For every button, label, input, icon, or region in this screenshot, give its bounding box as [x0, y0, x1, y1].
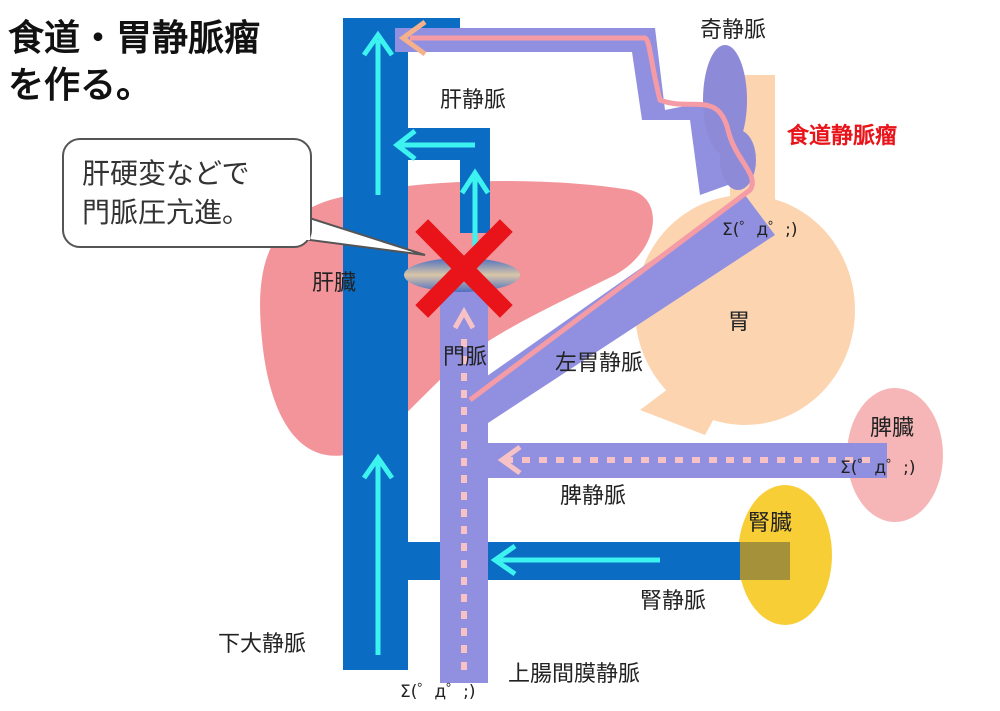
title-line-2: を作る。 [8, 64, 153, 106]
callout-pointer-join [296, 214, 310, 240]
diagram-title: 食道・胃静脈瘤 を作る。 [8, 16, 260, 110]
callout-line-1: 肝硬変などで [82, 157, 250, 190]
label-spleen: 脾臓 [870, 416, 915, 441]
varices-cluster-2 [720, 130, 756, 190]
label-splenic-vein: 脾静脈 [560, 484, 627, 509]
kidney-overlap [740, 542, 790, 580]
label-liver: 肝臓 [312, 271, 357, 296]
callout-bubble: 肝硬変などで 門脈圧亢進。 [62, 138, 312, 248]
portal-arrowhead [452, 306, 476, 330]
label-renal-vein: 腎静脈 [640, 589, 707, 614]
label-azygos-vein: 奇静脈 [700, 18, 767, 43]
block-x-icon [415, 219, 513, 318]
varices-cluster [703, 45, 747, 155]
label-hepatic-vein: 肝静脈 [440, 88, 507, 113]
spleen-face-emoticon: Σ(゜д゜;) [840, 458, 916, 478]
collateral-flow-line [410, 35, 755, 402]
title-line-1: 食道・胃静脈瘤 [8, 18, 261, 59]
flow-arrows [361, 30, 660, 655]
label-esophageal-varices: 食道静脈瘤 [787, 124, 898, 149]
stomach-face-emoticon: Σ(゜д゜;) [722, 220, 798, 240]
callout-line-2: 門脈圧亢進。 [82, 196, 251, 230]
label-stomach: 胃 [728, 310, 751, 335]
label-inferior-vena-cava: 下大静脈 [218, 632, 307, 657]
label-kidney: 腎臓 [748, 511, 793, 536]
label-left-gastric-vein: 左胃静脈 [555, 351, 644, 376]
splenic-arrowhead [497, 444, 522, 476]
spleen-shape [847, 388, 943, 522]
bottom-face-emoticon: Σ(゜д゜;) [400, 682, 476, 702]
collateral-arrowhead [398, 19, 427, 57]
label-superior-mesenteric-vein: 上腸間膜静脈 [508, 662, 641, 687]
label-portal-vein: 門脈 [443, 345, 488, 370]
